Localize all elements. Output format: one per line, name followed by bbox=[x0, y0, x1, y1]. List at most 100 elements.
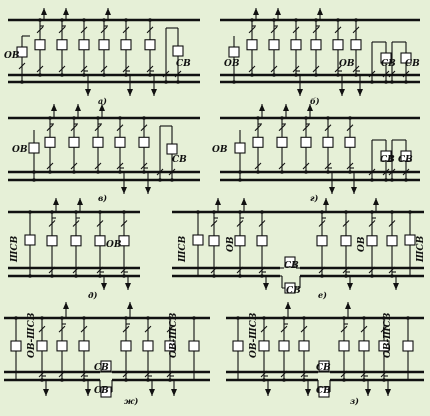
junction-dot bbox=[146, 316, 150, 320]
junction-dot bbox=[60, 73, 64, 77]
breaker bbox=[276, 136, 288, 148]
caption-a: а) bbox=[98, 96, 107, 106]
arrow-up-icon bbox=[285, 302, 291, 309]
breaker bbox=[350, 39, 362, 51]
junction-dot bbox=[390, 210, 394, 214]
junction-dot bbox=[82, 18, 86, 22]
junction-dot bbox=[260, 210, 264, 214]
junction-dot bbox=[302, 316, 306, 320]
junction-dot bbox=[354, 73, 358, 77]
junction-dot bbox=[20, 80, 24, 84]
junction-dot bbox=[272, 73, 276, 77]
breaker bbox=[400, 52, 412, 64]
disconnector-mark bbox=[70, 162, 78, 170]
arrow-up-icon bbox=[63, 302, 69, 309]
junction-dot bbox=[124, 316, 128, 320]
breaker bbox=[70, 235, 82, 247]
junction-dot bbox=[196, 210, 200, 214]
disconnector-mark bbox=[140, 162, 148, 170]
junction-dot bbox=[390, 80, 394, 84]
junction-dot bbox=[390, 178, 394, 182]
junction-dot bbox=[250, 18, 254, 22]
junction-dot bbox=[122, 210, 126, 214]
arrow-down-icon bbox=[365, 389, 371, 396]
junction-dot bbox=[326, 170, 330, 174]
caption-b: б) bbox=[310, 96, 320, 106]
disconnector-mark bbox=[388, 266, 396, 274]
junction-dot bbox=[342, 316, 346, 320]
junction-dot bbox=[314, 73, 318, 77]
disconnector-mark bbox=[100, 26, 108, 34]
disconnector-mark bbox=[116, 162, 124, 170]
junction-dot bbox=[146, 378, 150, 382]
breaker bbox=[290, 39, 302, 51]
junction-dot bbox=[176, 80, 180, 84]
junction-dot bbox=[142, 116, 146, 120]
disconnector-mark bbox=[346, 124, 354, 132]
disconnector-mark bbox=[80, 325, 88, 333]
label-sv-a: СВ bbox=[176, 59, 191, 69]
junction-dot bbox=[60, 316, 64, 320]
label-shsv-e2: ШСВ bbox=[416, 235, 426, 263]
arrow-up-icon bbox=[127, 302, 133, 309]
junction-dot bbox=[282, 316, 286, 320]
breaker bbox=[268, 39, 280, 51]
disconnector-mark bbox=[72, 266, 80, 274]
breaker bbox=[78, 39, 90, 51]
disconnector-mark bbox=[278, 162, 286, 170]
junction-dot bbox=[82, 73, 86, 77]
junction-dot bbox=[262, 378, 266, 382]
junction-dot bbox=[260, 274, 264, 278]
disconnector-mark bbox=[368, 168, 376, 176]
junction-dot bbox=[28, 274, 32, 278]
junction-dot bbox=[14, 316, 18, 320]
disconnector-mark bbox=[360, 370, 368, 378]
junction-dot bbox=[280, 170, 284, 174]
disconnector-mark bbox=[18, 62, 26, 70]
breaker bbox=[10, 340, 22, 352]
junction-dot bbox=[122, 274, 126, 278]
junction-dot bbox=[118, 170, 122, 174]
junction-dot bbox=[50, 274, 54, 278]
junction-dot bbox=[262, 316, 266, 320]
junction-dot bbox=[250, 73, 254, 77]
label-ov-b: ОВ bbox=[224, 59, 240, 69]
disconnector-mark bbox=[36, 26, 44, 34]
breaker bbox=[318, 386, 330, 398]
junction-dot bbox=[168, 316, 172, 320]
junction-dot bbox=[74, 210, 78, 214]
breaker bbox=[118, 235, 130, 247]
arrow-down-icon bbox=[305, 389, 311, 396]
junction-dot bbox=[124, 378, 128, 382]
disconnector-mark bbox=[144, 370, 152, 378]
disconnector-mark bbox=[120, 266, 128, 274]
label-sv-z1: СВ bbox=[316, 363, 331, 373]
breaker bbox=[164, 340, 176, 352]
disconnector-mark bbox=[352, 65, 360, 73]
junction-dot bbox=[370, 210, 374, 214]
scheme-z bbox=[226, 302, 424, 398]
junction-dot bbox=[82, 378, 86, 382]
disconnector-mark bbox=[380, 325, 388, 333]
junction-dot bbox=[362, 316, 366, 320]
junction-dot bbox=[302, 378, 306, 382]
scheme-e bbox=[172, 198, 424, 294]
disconnector-mark bbox=[70, 124, 78, 132]
disconnector-mark bbox=[96, 220, 104, 227]
scheme-g bbox=[220, 104, 420, 194]
junction-dot bbox=[344, 210, 348, 214]
disconnector-mark bbox=[368, 70, 376, 78]
arrow-up-icon bbox=[283, 104, 289, 111]
breaker bbox=[114, 136, 126, 148]
junction-dot bbox=[336, 73, 340, 77]
breaker bbox=[100, 386, 112, 398]
junction-dot bbox=[158, 178, 162, 182]
breaker bbox=[378, 340, 390, 352]
breaker bbox=[300, 136, 312, 148]
label-sv-e1: СВ bbox=[284, 261, 299, 271]
junction-dot bbox=[212, 274, 216, 278]
caption-g: г) bbox=[310, 193, 319, 203]
disconnector-mark bbox=[402, 70, 410, 78]
junction-dot bbox=[382, 378, 386, 382]
junction-dot bbox=[164, 80, 168, 84]
